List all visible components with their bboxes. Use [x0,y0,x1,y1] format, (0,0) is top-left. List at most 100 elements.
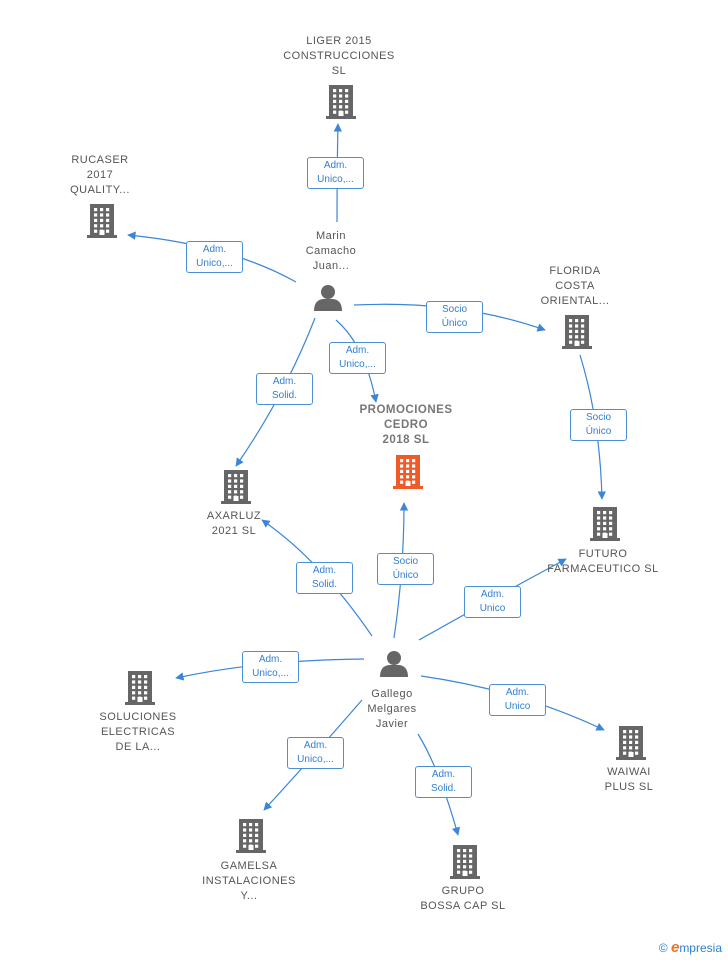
node-label-line: Y... [240,890,258,902]
node-label-line: ELECTRICAS [100,726,176,738]
edge-label-line: Unico,... [196,258,233,269]
edge-label-line: Único [441,318,468,329]
building-icon[interactable] [236,819,266,853]
edge-label-line: Unico,... [252,668,289,679]
edge-label-line: Adm. [323,160,348,171]
person-icon[interactable] [314,285,342,311]
building-icon[interactable] [125,671,155,705]
person-icon[interactable] [380,651,408,677]
edge-label-line: Adm. [303,740,328,751]
edge-label-line: Adm. [505,687,530,698]
edge-label-line: Socio [585,412,611,423]
node-label-grupo[interactable]: GRUPO BOSSA CAP SL [393,884,533,914]
node-label-line: DE LA... [115,741,161,753]
edge-label-gallego-to-axarluz[interactable]: Adm. Solid. [296,562,353,594]
node-label-waiwai[interactable]: WAIWAI PLUS SL [559,765,699,795]
node-label-line: Javier [375,718,409,730]
node-label-line: Juan... [312,260,350,272]
edge-label-gallego-to-waiwai[interactable]: Adm. Unico [489,684,546,716]
node-label-gamelsa[interactable]: GAMELSA INSTALACIONES Y... [179,859,319,904]
node-label-line: 2018 SL [382,434,430,446]
edge-label-marin-to-rucaser[interactable]: Adm. Unico,... [186,241,243,273]
brand-footer: © empresia [659,939,722,956]
edge-label-line: Unico [479,603,506,614]
node-label-florida[interactable]: FLORIDA COSTA ORIENTAL... [505,264,645,309]
node-label-line: CEDRO [383,419,429,431]
node-label-line: 2017 [86,169,114,181]
edge-label-marin-to-liger[interactable]: Adm. Unico,... [307,157,364,189]
brand-logo-initial: e [670,939,680,956]
node-label-line: CONSTRUCCIONES [283,50,395,62]
edge-label-line: Solid. [430,783,456,794]
edge-label-line: Unico,... [339,359,376,370]
node-label-line: Melgares [367,703,417,715]
node-label-line: SL [331,65,347,77]
node-label-soluciones[interactable]: SOLUCIONES ELECTRICAS DE LA... [68,710,208,755]
node-label-line: GAMELSA [220,860,278,872]
edge-label-line: Adm. [312,565,337,576]
edge-label-gallego-to-gamelsa[interactable]: Adm. Unico,... [287,737,344,769]
node-label-line: PROMOCIONES [359,404,453,416]
node-label-line: FARMACEUTICO SL [547,563,659,575]
edge-label-marin-to-promociones[interactable]: Adm. Unico,... [329,342,386,374]
edge-label-line: Unico [504,701,531,712]
building-icon[interactable] [562,315,592,349]
edge-label-line: Único [585,426,612,437]
edge-label-line: Adm. [272,376,297,387]
node-label-line: Marin [315,230,346,242]
edge-label-line: Único [392,570,419,581]
building-icon[interactable] [393,455,423,489]
edge-label-gallego-to-futuro[interactable]: Adm. Unico [464,586,521,618]
edge-label-gallego-to-grupo[interactable]: Adm. Solid. [415,766,472,798]
edge-label-line: Adm. [202,244,227,255]
edge-label-line: Socio [392,556,418,567]
node-label-line: INSTALACIONES [202,875,296,887]
node-label-line: GRUPO [441,885,485,897]
node-label-line: PLUS SL [604,781,654,793]
node-label-line: Camacho [305,245,357,257]
edge-label-line: Adm. [431,769,456,780]
node-label-line: RUCASER [71,154,129,166]
edge-label-line: Socio [441,304,467,315]
node-label-line: FUTURO [578,548,628,560]
edge-label-line: Solid. [311,579,337,590]
node-label-line: Gallego [371,688,413,700]
building-icon[interactable] [87,204,117,238]
building-icon[interactable] [590,507,620,541]
node-label-line: BOSSA CAP SL [420,900,506,912]
node-label-line: COSTA [555,280,595,292]
edge-label-line: Adm. [480,589,505,600]
node-label-axarluz[interactable]: AXARLUZ 2021 SL [164,509,304,539]
building-icon[interactable] [616,726,646,760]
node-label-futuro[interactable]: FUTURO FARMACEUTICO SL [533,547,673,577]
node-label-line: LIGER 2015 [306,35,372,47]
building-icon[interactable] [221,470,251,504]
edge-label-marin-to-axarluz[interactable]: Adm. Solid. [256,373,313,405]
edge-label-line: Solid. [271,390,297,401]
brand-logo-text: mpresia [679,941,722,955]
node-label-promociones[interactable]: PROMOCIONES CEDRO 2018 SL [336,403,476,448]
node-label-line: SOLUCIONES [99,711,177,723]
copyright-symbol: © [658,941,668,955]
node-label-line: QUALITY... [70,184,130,196]
edge-label-line: Unico,... [317,174,354,185]
node-label-line: ORIENTAL... [540,295,610,307]
node-label-line: WAIWAI [607,766,651,778]
node-label-line: FLORIDA [549,265,601,277]
node-label-line: AXARLUZ [206,510,262,522]
edge-label-line: Unico,... [297,754,334,765]
building-icon[interactable] [450,845,480,879]
edge-label-line: Adm. [345,345,370,356]
edge-label-line: Adm. [258,654,283,665]
edge-label-gallego-to-soluciones[interactable]: Adm. Unico,... [242,651,299,683]
node-label-line: 2021 SL [211,525,257,537]
building-icon[interactable] [326,85,356,119]
